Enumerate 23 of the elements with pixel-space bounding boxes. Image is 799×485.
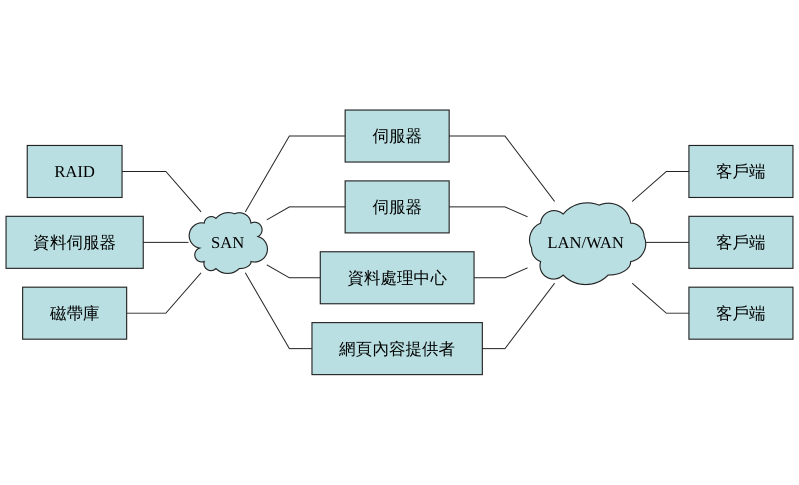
- node-box: 磁帶庫: [22, 286, 128, 340]
- node-box: 資料處理中心: [320, 251, 475, 304]
- connector: [448, 136, 556, 202]
- node-box: 客戶端: [688, 145, 794, 198]
- node-box: 客戶端: [688, 216, 794, 270]
- connector: [474, 268, 528, 278]
- connector: [448, 206, 528, 218]
- connector: [142, 242, 189, 243]
- connector: [126, 272, 202, 314]
- node-box: 伺服器: [344, 180, 450, 234]
- connector: [632, 171, 690, 202]
- node-box: 資料伺服器: [5, 216, 144, 270]
- connector: [266, 206, 346, 221]
- connector: [244, 136, 346, 213]
- connector: [632, 282, 690, 314]
- connector: [482, 282, 556, 350]
- node-box: 客戶端: [688, 286, 794, 340]
- node-box: 網頁內容提供者: [311, 322, 483, 376]
- connector: [122, 171, 202, 213]
- connector: [244, 272, 312, 350]
- node-box: 伺服器: [344, 110, 450, 163]
- node-box: RAID: [26, 145, 123, 198]
- connector: [266, 264, 321, 278]
